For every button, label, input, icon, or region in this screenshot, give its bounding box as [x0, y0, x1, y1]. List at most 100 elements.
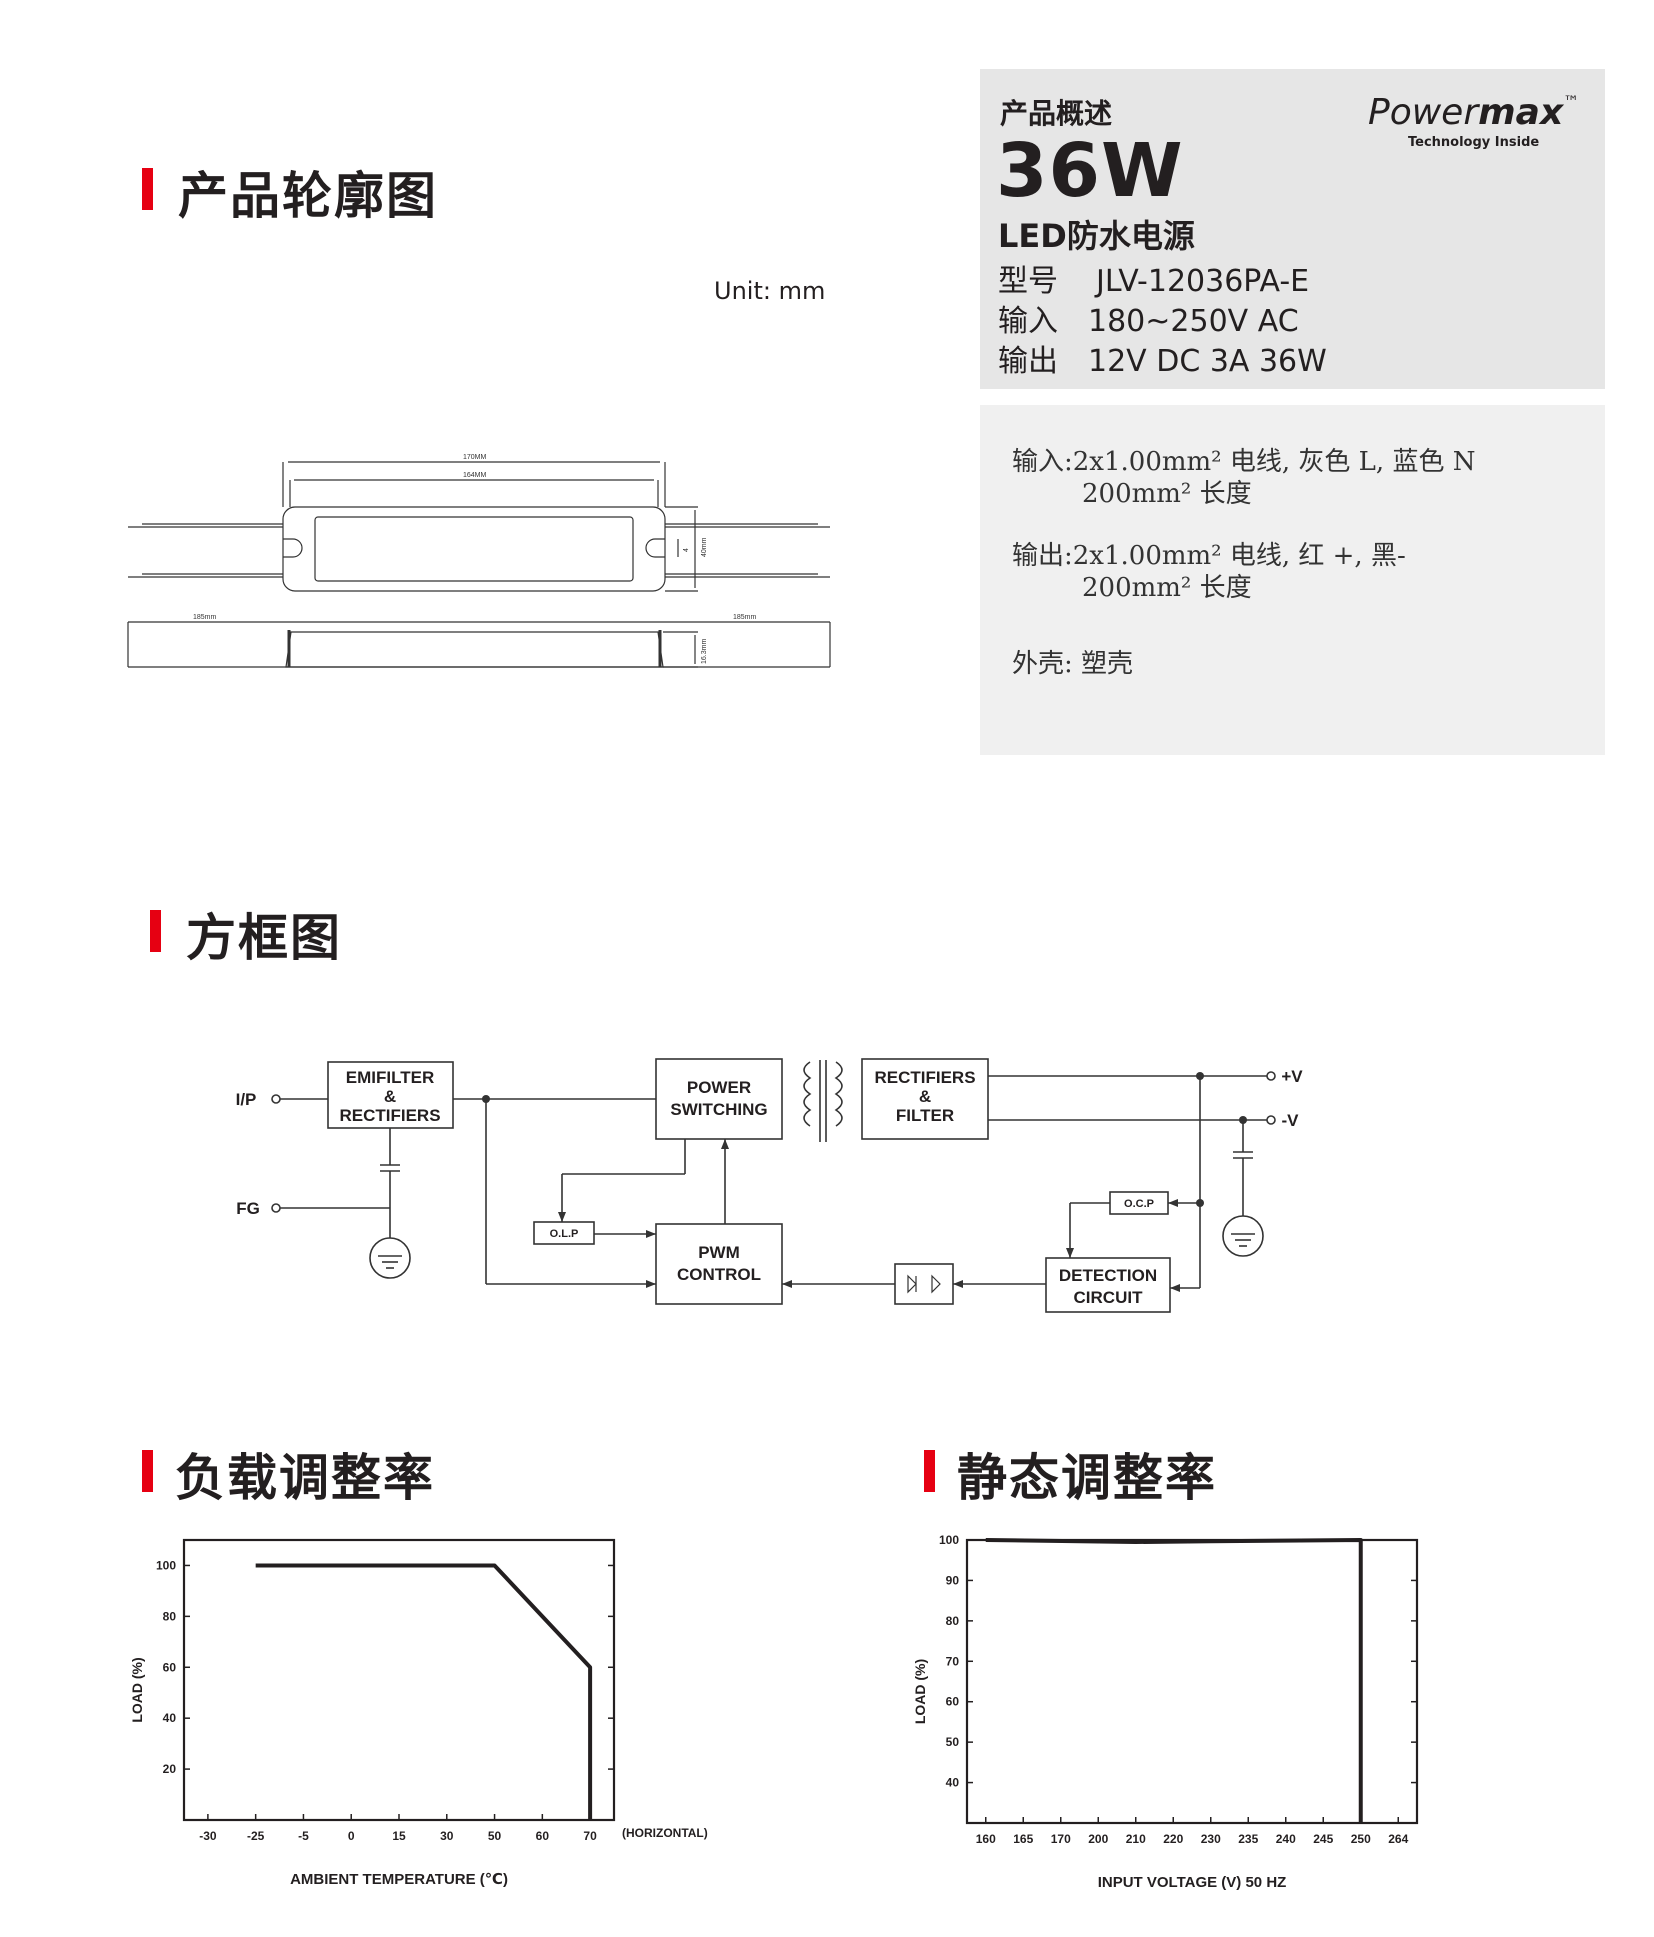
- brand-name-bold: max: [1478, 92, 1564, 133]
- x-tick-label: 160: [976, 1832, 996, 1846]
- y-tick-label: 70: [946, 1654, 960, 1668]
- y-tick-label: 60: [163, 1660, 177, 1674]
- plot-frame: [182, 1538, 616, 1822]
- dim-overall: 170MM: [463, 454, 487, 461]
- spec-value: JLV-12036PA-E: [1096, 264, 1310, 299]
- x-tick-label: -25: [247, 1829, 265, 1843]
- y-tick-label: 40: [946, 1776, 960, 1790]
- x-tick-label: 245: [1313, 1832, 1333, 1846]
- x-tick-label: 60: [536, 1829, 550, 1843]
- load-chart-title: 负载调整率: [175, 1449, 435, 1507]
- x-tick-label: 250: [1351, 1832, 1371, 1846]
- y-tick-label: 100: [156, 1558, 176, 1572]
- spec-value: 12V DC 3A 36W: [1088, 344, 1327, 379]
- y-tick-label: 50: [946, 1735, 960, 1749]
- x-tick-label: 235: [1238, 1832, 1258, 1846]
- spec-row-input: 输入 180~250V AC: [998, 296, 1299, 340]
- power-line2: SWITCHING: [670, 1100, 767, 1119]
- outline-drawing: 170MM 164MM 185mm 185mm 40mm 4 16.3mm: [127, 454, 831, 668]
- y-tick-label: 40: [163, 1711, 177, 1725]
- section-marker: [142, 1450, 153, 1492]
- y-tick-label: 90: [946, 1573, 960, 1587]
- pwm-line2: CONTROL: [677, 1265, 761, 1284]
- x-tick-label: 30: [440, 1829, 454, 1843]
- rect-line1: RECTIFIERS: [874, 1068, 975, 1087]
- x-tick-label: 0: [348, 1829, 355, 1843]
- rectifiers-box: [861, 1058, 989, 1140]
- y-tick-label: 80: [946, 1614, 960, 1628]
- dim-lead-left: 185mm: [193, 614, 217, 621]
- output-wire-desc: 输出:2x1.00mm² 电线, 红 +, 黑-: [1012, 541, 1406, 571]
- y-axis-label: LOAD (%): [912, 1659, 928, 1724]
- section-marker: [924, 1450, 935, 1492]
- y-tick-label: 80: [163, 1609, 177, 1623]
- emi-line1: EMIFILTER: [346, 1068, 434, 1087]
- emi-line3: RECTIFIERS: [339, 1106, 440, 1125]
- x-tick-label: 210: [1126, 1832, 1146, 1846]
- block-title: 方框图: [186, 909, 342, 967]
- x-tick-label: 50: [488, 1829, 502, 1843]
- olp-box: [533, 1221, 595, 1245]
- spec-key: 型号: [998, 264, 1058, 299]
- power-switching-box: [655, 1058, 783, 1140]
- ocp-label: O.C.P: [1124, 1198, 1154, 1210]
- x-axis-label: AMBIENT TEMPERATURE (℃): [290, 1871, 508, 1888]
- x-tick-label: -30: [199, 1829, 217, 1843]
- brand-tagline: Technology Inside: [1408, 135, 1540, 150]
- detection-box: [1045, 1257, 1171, 1313]
- y-tick-label: 60: [946, 1695, 960, 1709]
- vminus-label: -V: [1282, 1111, 1300, 1130]
- olp-label: O.L.P: [550, 1228, 579, 1240]
- dim-height: 40mm: [701, 537, 708, 557]
- emi-line2: &: [384, 1087, 396, 1106]
- detect-line2: CIRCUIT: [1074, 1288, 1144, 1307]
- brand-logo: Powermax™: [1368, 92, 1579, 133]
- section-marker: [150, 910, 161, 952]
- y-axis-label: LOAD (%): [129, 1657, 145, 1722]
- x-extra-label: (HORIZONTAL): [622, 1826, 708, 1840]
- power-line1: POWER: [687, 1078, 751, 1097]
- x-tick-label: 200: [1088, 1832, 1108, 1846]
- series-line: [985, 1538, 1363, 1823]
- y-tick-label: 20: [163, 1762, 177, 1776]
- static-chart-title: 静态调整率: [957, 1449, 1217, 1507]
- product-name: LED防水电源: [998, 217, 1195, 255]
- fg-label: FG: [236, 1199, 260, 1218]
- rect-line3: FILTER: [896, 1106, 954, 1125]
- x-tick-label: 220: [1163, 1832, 1183, 1846]
- power-rating: 36W: [996, 128, 1184, 214]
- details-panel: [980, 405, 1605, 755]
- pwm-line1: PWM: [698, 1243, 740, 1262]
- spec-value: 180~250V AC: [1088, 304, 1299, 339]
- spec-row-model: 型号 JLV-12036PA-E: [998, 256, 1309, 300]
- optocoupler-box: [894, 1263, 954, 1305]
- spec-row-output: 输出 12V DC 3A 36W: [998, 336, 1327, 380]
- block-diagram: I/P FG EMIFILTER & RECTIFIERS POWER SWIT…: [236, 1058, 1303, 1313]
- x-tick-label: 70: [583, 1829, 597, 1843]
- x-tick-label: 264: [1388, 1832, 1408, 1846]
- ip-label: I/P: [236, 1090, 257, 1109]
- x-tick-label: 165: [1013, 1832, 1033, 1846]
- unit-label: Unit: mm: [714, 277, 826, 305]
- spec-key: 输入: [998, 304, 1058, 339]
- section-marker: [142, 168, 153, 210]
- shell-desc: 外壳: 塑壳: [1012, 649, 1134, 679]
- x-tick-label: 230: [1201, 1832, 1221, 1846]
- series-line: [255, 1563, 593, 1820]
- x-tick-label: 15: [392, 1829, 406, 1843]
- x-tick-label: 240: [1276, 1832, 1296, 1846]
- plot-frame: [965, 1538, 1419, 1825]
- dim-hole: 4: [683, 548, 690, 552]
- spec-key: 输出: [998, 344, 1058, 379]
- detect-line1: DETECTION: [1059, 1266, 1157, 1285]
- dim-thickness: 16.3mm: [701, 639, 708, 664]
- overview-panel: [980, 69, 1605, 389]
- input-wire-length: 200mm² 长度: [1082, 479, 1252, 509]
- input-wire-desc: 输入:2x1.00mm² 电线, 灰色 L, 蓝色 N: [1012, 447, 1476, 477]
- overview-heading: 产品概述: [1000, 97, 1113, 130]
- y-tick-label: 100: [939, 1533, 959, 1547]
- dim-lead-right: 185mm: [733, 614, 757, 621]
- pwm-box: [655, 1223, 783, 1305]
